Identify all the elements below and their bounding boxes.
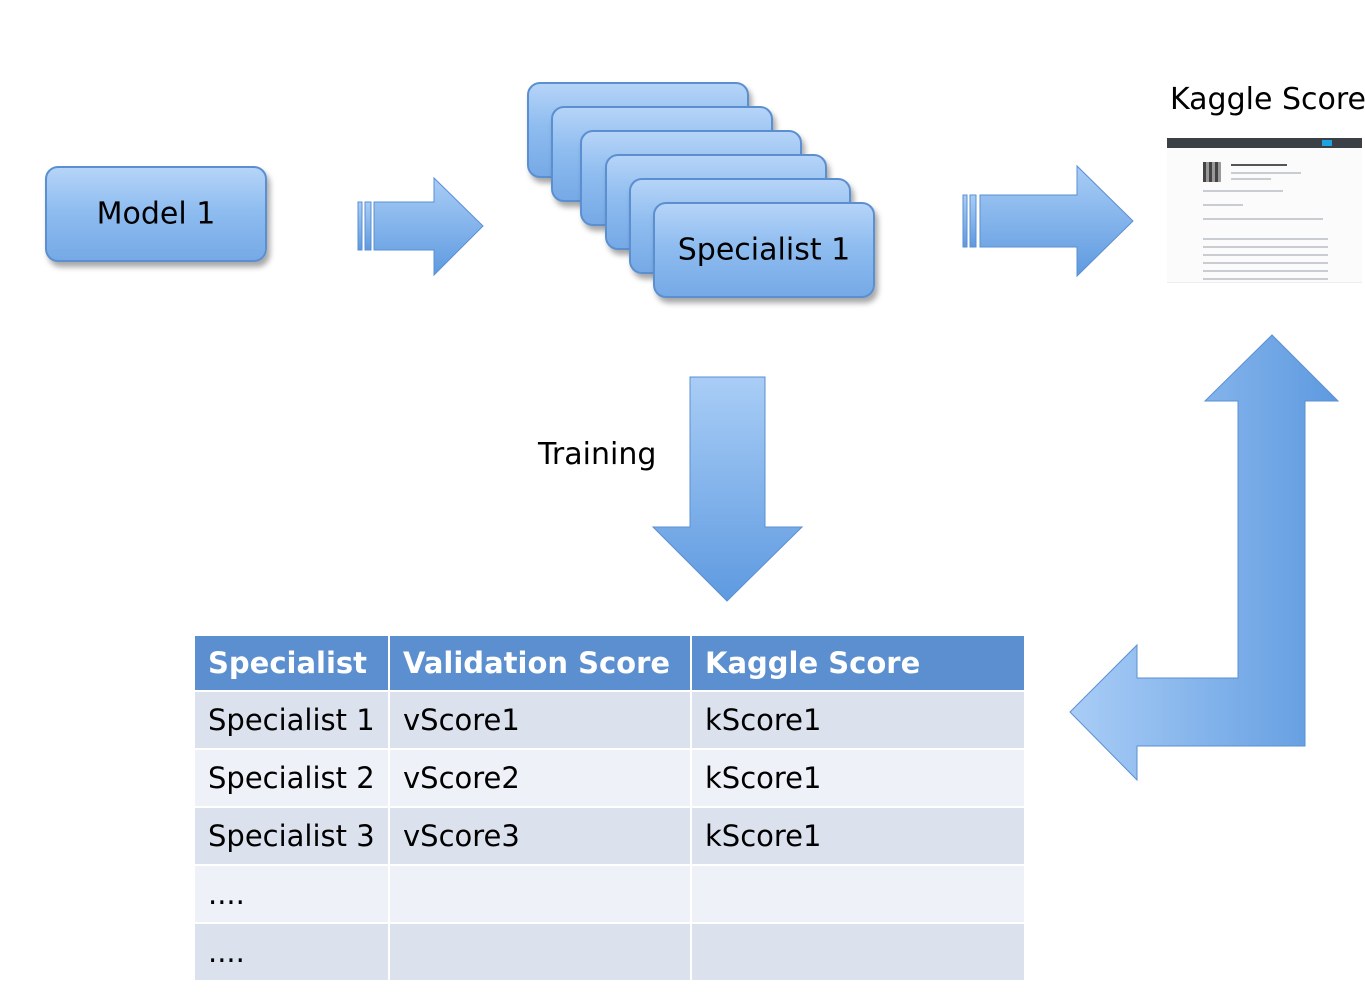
header-validation-score: Validation Score — [389, 636, 692, 692]
arrow-model-to-specialists — [357, 176, 484, 277]
table-cell — [691, 865, 1026, 924]
table-cell: Specialist 1 — [195, 691, 390, 750]
table-cell: kScore1 — [691, 749, 1026, 808]
arrow-kaggle-to-table — [1069, 334, 1340, 782]
table-cell: .... — [195, 923, 390, 982]
training-label: Training — [538, 437, 657, 472]
table-cell — [389, 923, 692, 982]
model-box: Model 1 — [45, 166, 267, 262]
specialist-score-table: Specialist Validation Score Kaggle Score… — [195, 636, 1026, 982]
table-row: .... — [195, 923, 1026, 982]
table-row: Specialist 2 vScore2 kScore1 — [195, 749, 1026, 808]
table-cell: .... — [195, 865, 390, 924]
table-cell — [691, 923, 1026, 982]
table-cell — [389, 865, 692, 924]
specialist-front-card: Specialist 1 — [653, 202, 875, 298]
table-cell: Specialist 3 — [195, 807, 390, 866]
table-header-row: Specialist Validation Score Kaggle Score — [195, 636, 1026, 692]
arrow-training-down — [651, 376, 804, 602]
kaggle-score-title: Kaggle Score — [1170, 82, 1365, 117]
arrow-specialists-to-kaggle — [962, 164, 1134, 278]
table-cell: vScore1 — [389, 691, 692, 750]
table-cell: kScore1 — [691, 807, 1026, 866]
table-row: Specialist 3 vScore3 kScore1 — [195, 807, 1026, 866]
table-row: Specialist 1 vScore1 kScore1 — [195, 691, 1026, 750]
kaggle-leaderboard-thumbnail — [1167, 138, 1362, 283]
table-cell: Specialist 2 — [195, 749, 390, 808]
table-cell: vScore3 — [389, 807, 692, 866]
specialist-label: Specialist 1 — [677, 232, 851, 268]
table-row: .... — [195, 865, 1026, 924]
table-cell: vScore2 — [389, 749, 692, 808]
table-cell: kScore1 — [691, 691, 1026, 750]
model-label: Model 1 — [96, 196, 216, 232]
header-specialist: Specialist — [195, 636, 390, 692]
header-kaggle-score: Kaggle Score — [691, 636, 1026, 692]
